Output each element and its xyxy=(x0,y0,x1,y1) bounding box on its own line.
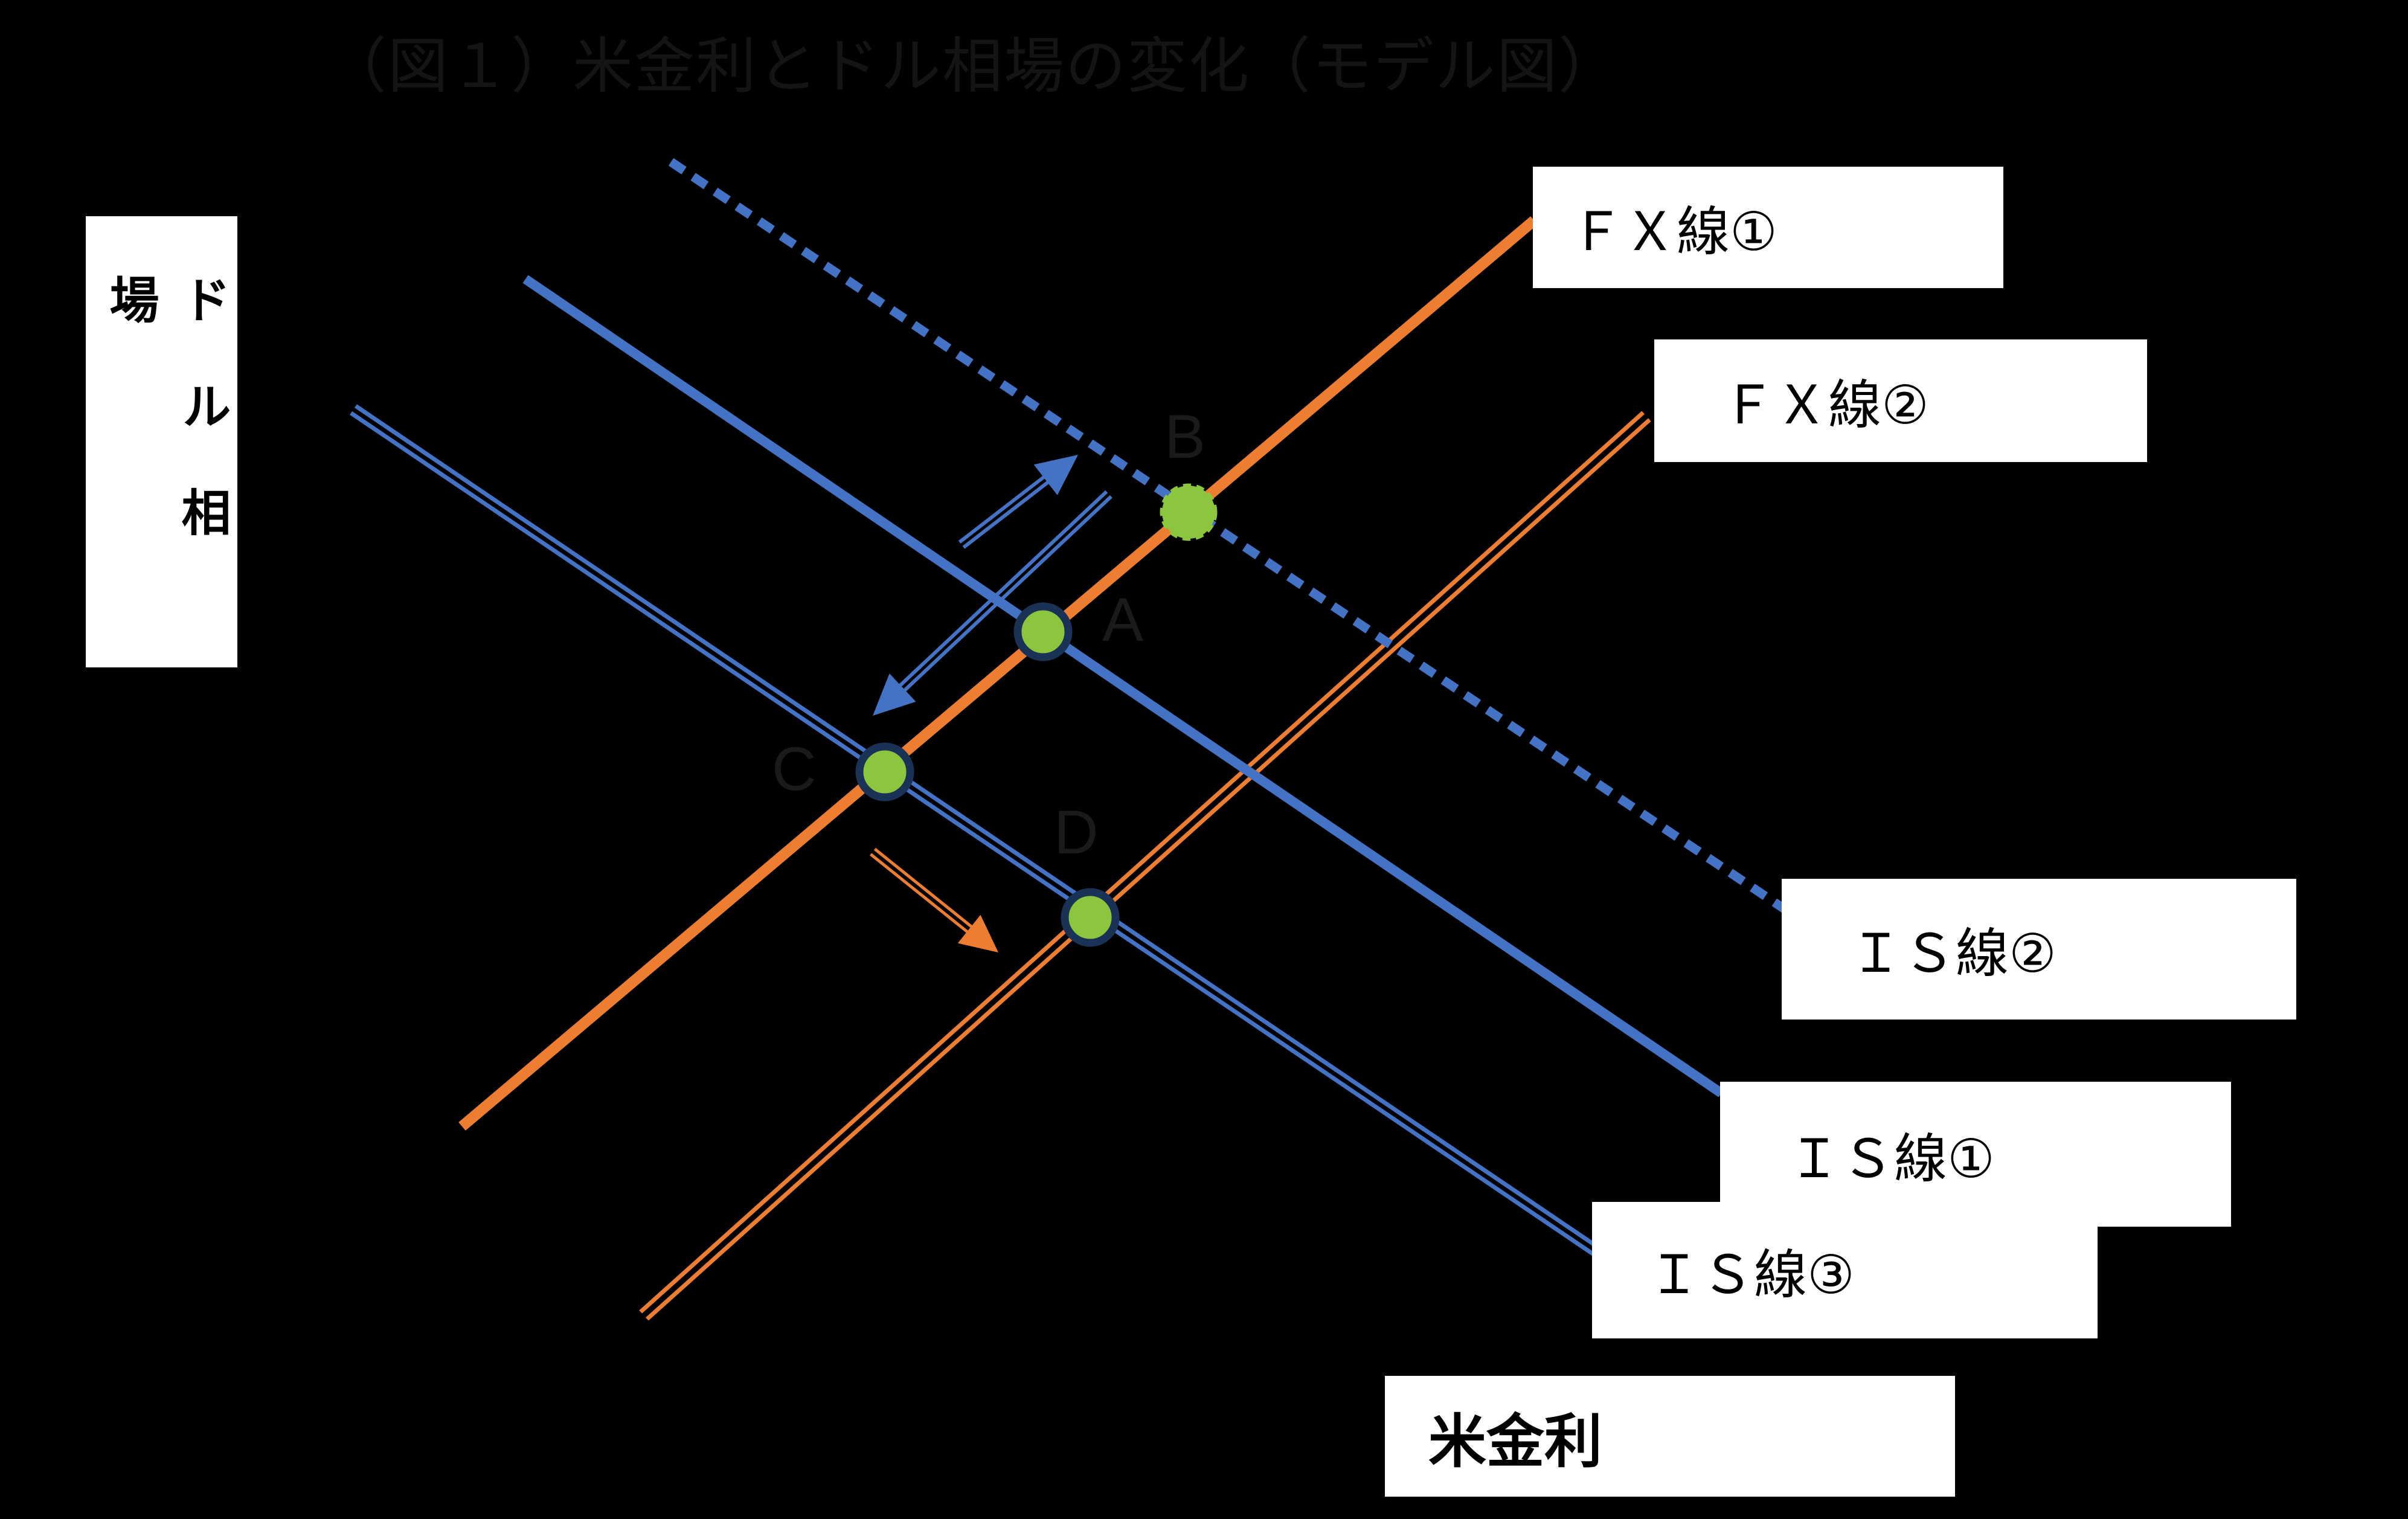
arrow-shaft-fx-shift xyxy=(869,853,972,936)
point-letter-C: C xyxy=(772,734,817,803)
y-axis-label-box: ドル相場 xyxy=(86,216,237,667)
arrow-shaft-is-shift-right xyxy=(958,472,1048,544)
arrow-shaft-is-shift-right xyxy=(962,478,1053,549)
line-is3 xyxy=(354,404,1634,1273)
page-title: （図１）米金利とドル相場の変化（モデル図） xyxy=(326,33,1620,100)
fx-line-1-label: ＦＸ線① xyxy=(1570,202,1777,262)
equilibrium-point-D xyxy=(1061,888,1120,947)
equilibrium-point-B xyxy=(1160,483,1218,541)
label-box-fx-line-2: ＦＸ線② xyxy=(1654,339,2147,462)
line-fx1 xyxy=(458,216,1538,1131)
point-letter-A: A xyxy=(1102,585,1144,654)
arrow-head-is-shift-right xyxy=(1033,455,1078,495)
label-box-is-line-3: ＩＳ線③ xyxy=(1592,1202,2098,1338)
equilibrium-point-A xyxy=(1013,602,1073,661)
arrow-shaft-is-shift-back xyxy=(895,490,1108,690)
label-box-fx-line-1: ＦＸ線① xyxy=(1533,167,2003,288)
arrow-head-fx-shift xyxy=(957,914,998,952)
arrow-shaft-fx-shift xyxy=(873,847,976,931)
line-fx2 xyxy=(646,418,1651,1321)
label-box-is-line-2: ＩＳ線② xyxy=(1782,879,2296,1020)
equilibrium-point-C xyxy=(855,742,914,801)
point-letter-B: B xyxy=(1164,402,1206,471)
line-is3 xyxy=(350,411,1630,1280)
is-line-3-label: ＩＳ線③ xyxy=(1648,1244,1855,1305)
is-line-2-label: ＩＳ線② xyxy=(1849,923,2056,983)
x-axis-label: 米金利 xyxy=(1428,1409,1602,1474)
line-is1 xyxy=(522,275,1724,1097)
arrow-head-is-shift-back xyxy=(873,673,916,716)
line-fx2 xyxy=(639,411,1645,1314)
is-line-1-label: ＩＳ線① xyxy=(1788,1128,1995,1189)
fx-line-2-label: ＦＸ線② xyxy=(1722,375,1929,435)
line-is2 xyxy=(668,158,1788,914)
arrow-shaft-is-shift-back xyxy=(900,495,1112,695)
x-axis-label-box: 米金利 xyxy=(1385,1376,1955,1497)
point-letter-D: D xyxy=(1054,798,1099,867)
